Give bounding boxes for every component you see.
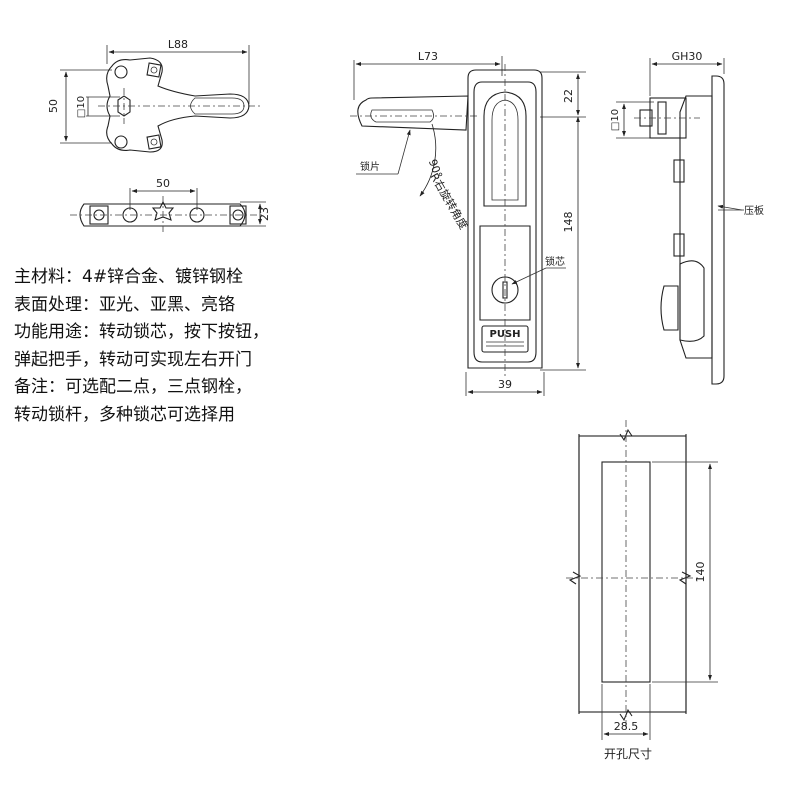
spec-function-cont: 弹起把手，转动可实现左右开门 — [14, 349, 252, 370]
label-lock-plate: 锁片 — [360, 160, 380, 173]
label-rotation: R右旋转角度 — [427, 171, 470, 232]
spec-surface-finish: 表面处理：亚光、亚黑、亮铬 — [14, 294, 235, 315]
dim-label-50-side: 50 — [156, 177, 170, 190]
spec-remark: 备注：可选配二点，三点钢栓， — [14, 377, 252, 397]
dim-label-square10-top: □10 — [76, 96, 87, 118]
dim-label-square10-side: □10 — [610, 109, 621, 131]
dim-label-gh30: GH30 — [672, 50, 703, 63]
handle-front-view: L73 22 148 39 90° R右旋转角度 锁片 — [350, 50, 586, 396]
label-lock-core: 锁芯 — [545, 255, 565, 268]
label-cutout-size: 开孔尺寸 — [604, 747, 652, 761]
dim-label-22: 22 — [562, 89, 575, 103]
locking-bar-side-view: 50 23 — [70, 177, 271, 232]
dim-label-39: 39 — [498, 378, 512, 391]
dim-label-l73: L73 — [418, 50, 438, 63]
spec-function: 功能用途：转动锁芯，按下按钮， — [14, 322, 269, 342]
handle-side-view: GH30 □10 压板 — [610, 50, 764, 385]
spec-remark-cont: 转动锁杆，多种锁芯可选择用 — [14, 404, 235, 425]
dim-label-148: 148 — [562, 212, 575, 233]
label-pressure-plate: 压板 — [744, 204, 764, 217]
locking-bar-top-view: L88 50 □10 — [47, 38, 262, 153]
panel-cutout-view: 140 28.5 开孔尺寸 — [566, 420, 718, 761]
dim-label-l88: L88 — [168, 38, 188, 51]
dim-label-140: 140 — [694, 562, 707, 583]
dim-label-90deg: 90° — [426, 157, 445, 180]
spec-main-material: 主材料：4#锌合金、镀锌钢栓 — [14, 267, 244, 287]
dim-label-50-top: 50 — [47, 99, 60, 113]
spec-block: 主材料：4#锌合金、镀锌钢栓 表面处理：亚光、亚黑、亮铬 功能用途：转动锁芯，按… — [14, 264, 334, 429]
dim-label-28-5: 28.5 — [614, 720, 639, 733]
dim-label-23: 23 — [258, 207, 271, 221]
